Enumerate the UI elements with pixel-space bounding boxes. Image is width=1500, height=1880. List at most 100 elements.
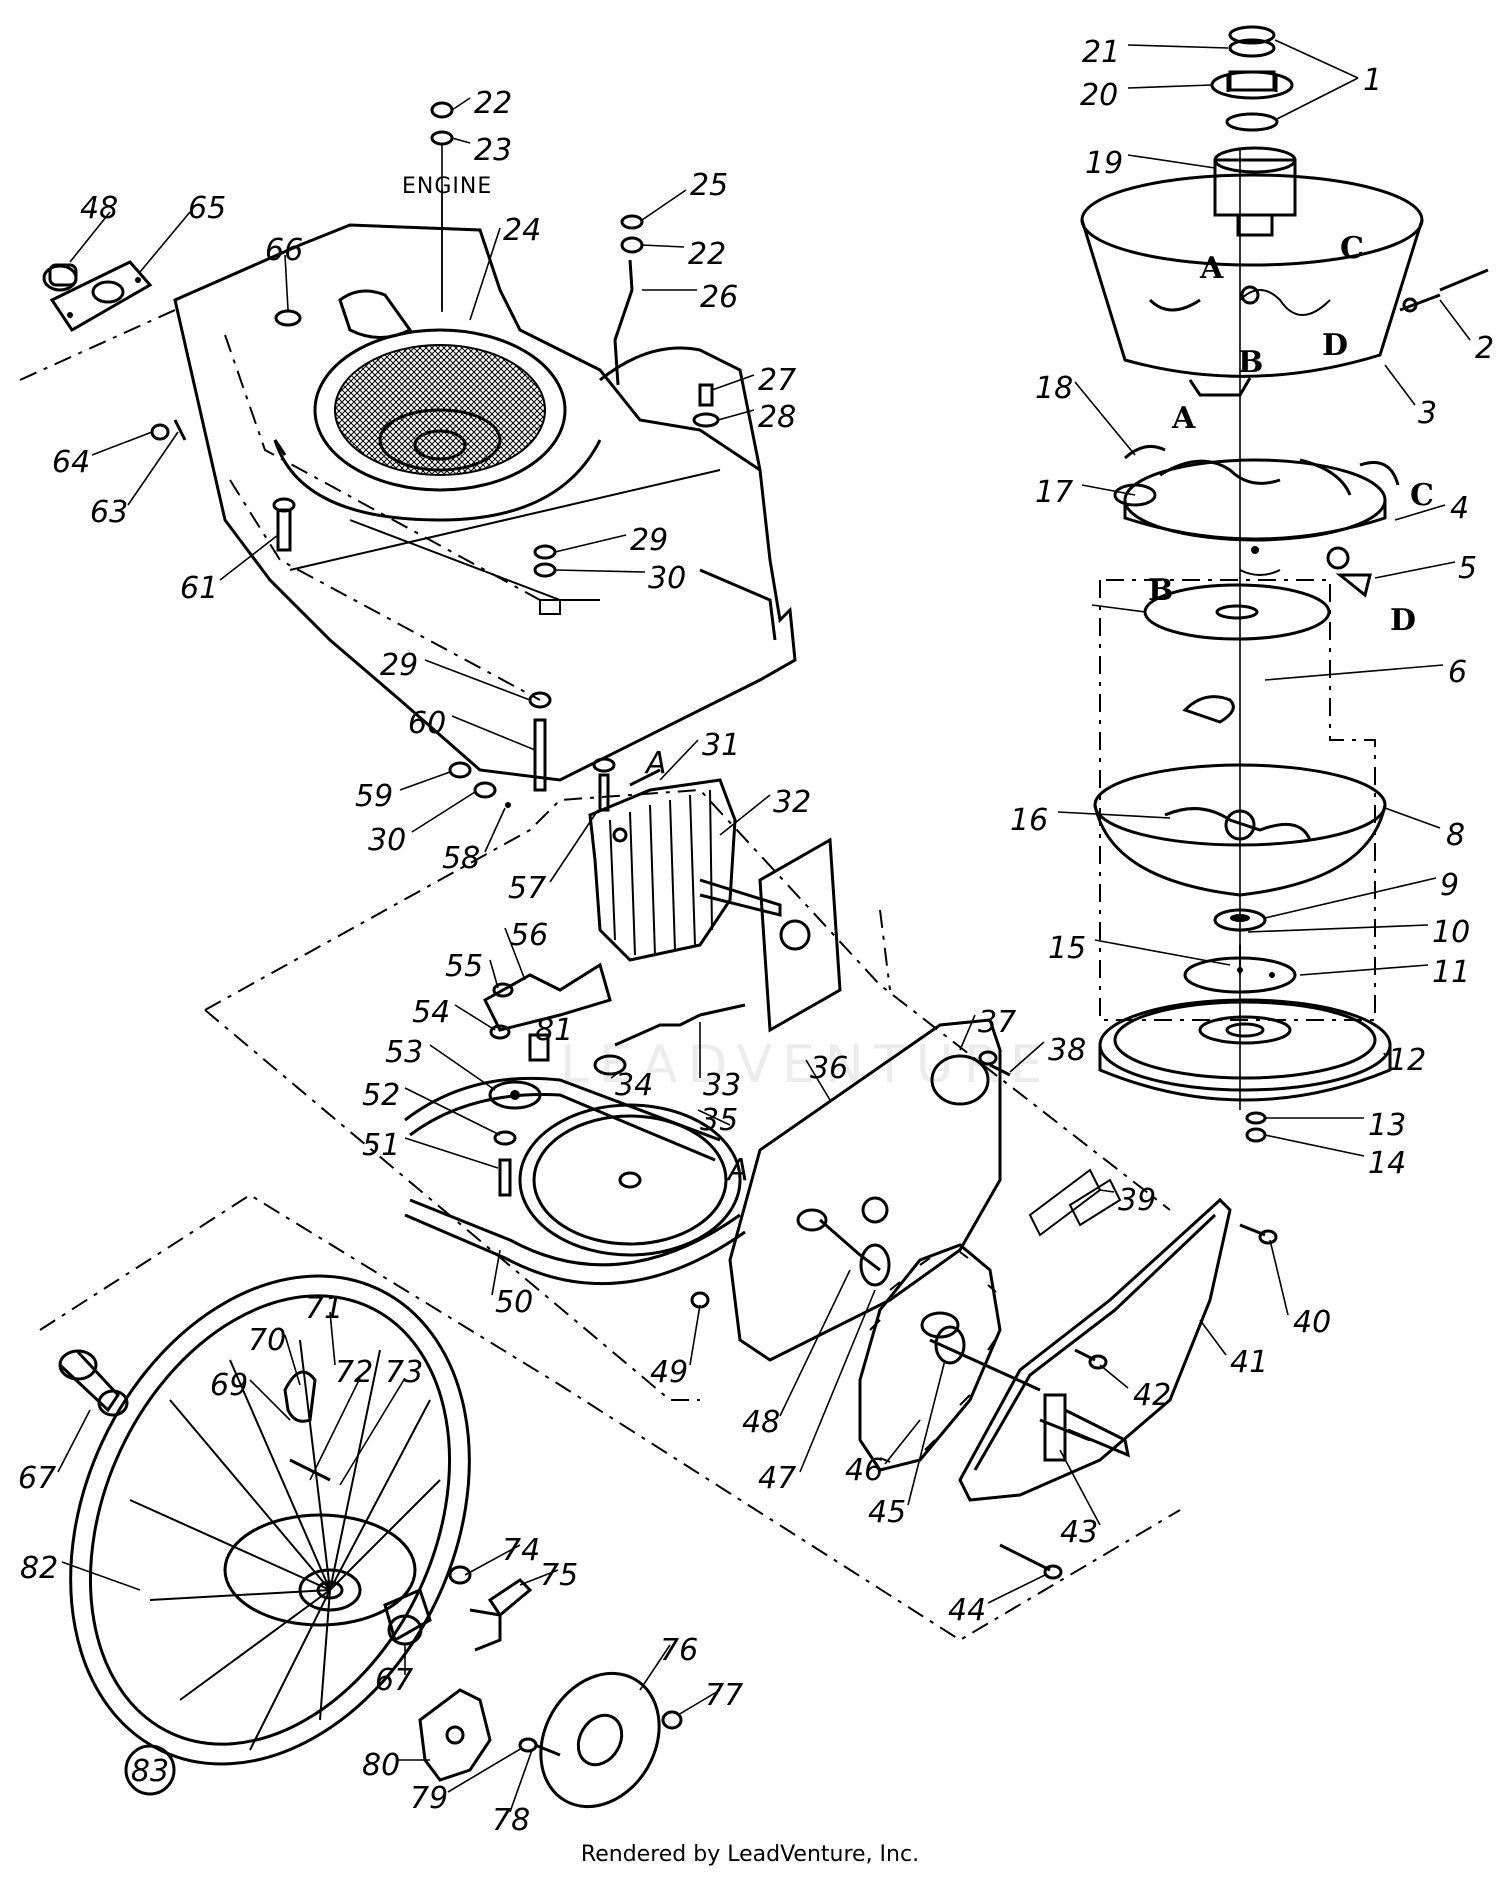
clutch-shoe-plate xyxy=(1113,444,1400,598)
callout-79: 79 xyxy=(410,1781,448,1816)
callout-76: 76 xyxy=(660,1633,698,1668)
callout-30: 30 xyxy=(368,823,406,858)
assembly-boundary-lines xyxy=(19,309,1376,1642)
callout-39: 39 xyxy=(1118,1183,1156,1218)
callout-16: 16 xyxy=(1010,803,1048,838)
letter-ref-D: D xyxy=(1390,603,1416,638)
callout-12: 12 xyxy=(1388,1043,1426,1078)
callout-48: 48 xyxy=(742,1405,780,1440)
engine-mount-hardware xyxy=(150,101,720,808)
callout-37: 37 xyxy=(978,1005,1016,1040)
callout-26: 26 xyxy=(700,280,738,315)
callout-44: 44 xyxy=(948,1593,986,1628)
callout-2: 2 xyxy=(1475,331,1494,366)
callout-69: 69 xyxy=(210,1368,248,1403)
callout-A: A xyxy=(644,746,667,781)
letter-ref-A: A xyxy=(1199,251,1224,286)
callout-15: 15 xyxy=(1048,931,1086,966)
shift-linkage xyxy=(483,757,746,1197)
callout-18: 18 xyxy=(1035,371,1073,406)
callout-59: 59 xyxy=(355,779,393,814)
callout-22: 22 xyxy=(474,86,512,121)
callout-66: 66 xyxy=(265,233,303,268)
callout-40: 40 xyxy=(1293,1305,1331,1340)
watermark-text: LEADVENTURE xyxy=(560,1035,1053,1095)
callout-27: 27 xyxy=(758,363,796,398)
callout-24: 24 xyxy=(503,213,541,248)
callout-labels: 1234568910111213141516171819202122232224… xyxy=(18,35,1494,1838)
letter-ref-D: D xyxy=(1322,328,1348,363)
callout-57: 57 xyxy=(508,871,546,906)
callout-29: 29 xyxy=(630,523,668,558)
bracket-65-assembly xyxy=(42,260,153,333)
callout-13: 13 xyxy=(1368,1108,1406,1143)
callout-65: 65 xyxy=(188,191,226,226)
callout-54: 54 xyxy=(412,995,450,1030)
callout-3: 3 xyxy=(1418,396,1437,431)
callout-58: 58 xyxy=(442,841,480,876)
callout-75: 75 xyxy=(540,1558,578,1593)
callout-38: 38 xyxy=(1048,1033,1086,1068)
callout-81: 81 xyxy=(535,1013,573,1048)
callout-67: 67 xyxy=(375,1663,413,1698)
callout-9: 9 xyxy=(1440,868,1459,903)
letter-ref-C: C xyxy=(1410,478,1434,513)
callout-55: 55 xyxy=(445,949,483,984)
callout-17: 17 xyxy=(1035,475,1073,510)
drive-chain-39 xyxy=(1028,1168,1122,1237)
callout-71: 71 xyxy=(305,1291,343,1326)
callout-4: 4 xyxy=(1450,491,1469,526)
callout-60: 60 xyxy=(408,706,446,741)
callout-50: 50 xyxy=(495,1285,533,1320)
callout-48: 48 xyxy=(80,191,118,226)
callout-32: 32 xyxy=(773,785,811,820)
callout-36: 36 xyxy=(810,1051,848,1086)
callout-1: 1 xyxy=(1363,63,1382,98)
callout-78: 78 xyxy=(492,1803,530,1838)
callout-64: 64 xyxy=(52,445,90,480)
callout-19: 19 xyxy=(1085,146,1123,181)
callout-28: 28 xyxy=(758,400,796,435)
pulley-35 xyxy=(518,1103,742,1257)
callout-25: 25 xyxy=(690,168,728,203)
callout-29: 29 xyxy=(380,648,418,683)
letter-ref-A: A xyxy=(1171,401,1196,436)
callout-70: 70 xyxy=(248,1323,286,1358)
axle-45 xyxy=(929,1325,1041,1392)
callout-42: 42 xyxy=(1133,1378,1171,1413)
callout-14: 14 xyxy=(1368,1146,1406,1181)
transmission-32 xyxy=(588,778,842,1033)
pawl-parts xyxy=(418,1565,683,1809)
callout-74: 74 xyxy=(502,1533,540,1568)
letter-ref-B: B xyxy=(1238,345,1263,380)
bearing-67-top xyxy=(58,1349,129,1417)
callout-A: A xyxy=(726,1153,749,1188)
callout-49: 49 xyxy=(650,1355,688,1390)
callout-34: 34 xyxy=(615,1068,653,1103)
callout-35: 35 xyxy=(700,1103,738,1138)
callout-31: 31 xyxy=(702,728,740,763)
callout-46: 46 xyxy=(845,1453,883,1488)
clutch-assembly xyxy=(1080,25,1489,397)
callout-51: 51 xyxy=(362,1128,400,1163)
callout-5: 5 xyxy=(1458,551,1477,586)
callout-77: 77 xyxy=(705,1678,743,1713)
callout-21: 21 xyxy=(1082,35,1120,70)
callout-11: 11 xyxy=(1432,955,1470,990)
callout-10: 10 xyxy=(1432,915,1470,950)
callout-33: 33 xyxy=(703,1068,741,1103)
callout-82: 82 xyxy=(20,1551,58,1586)
engine-label: ENGINE xyxy=(402,174,492,199)
callout-61: 61 xyxy=(180,571,218,606)
leader-lines xyxy=(57,39,1471,1813)
callout-67: 67 xyxy=(18,1461,56,1496)
callout-47: 47 xyxy=(758,1461,796,1496)
callout-30: 30 xyxy=(648,561,686,596)
callout-72: 72 xyxy=(335,1355,373,1390)
callout-23: 23 xyxy=(474,133,512,168)
hub-67-bottom xyxy=(383,1587,432,1646)
drive-belt-50 xyxy=(404,1076,746,1286)
callout-83: 83 xyxy=(131,1754,169,1789)
callout-43: 43 xyxy=(1060,1515,1098,1550)
